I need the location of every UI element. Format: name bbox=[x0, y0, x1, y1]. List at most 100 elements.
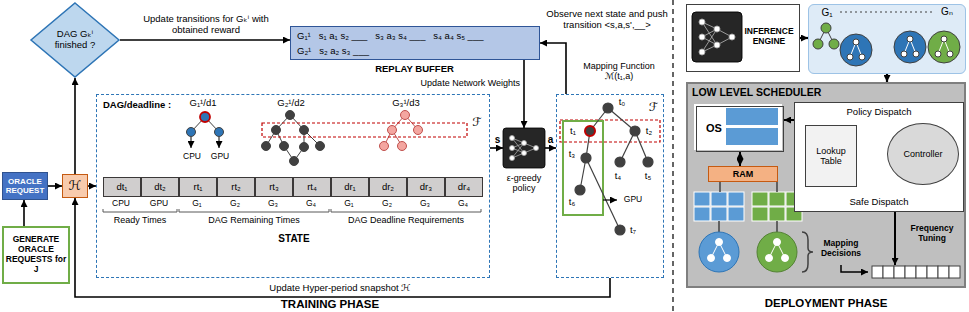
text-holder: t₃ bbox=[566, 148, 578, 160]
connector-label: Update Network Weights bbox=[421, 78, 520, 88]
node-text: t₅ bbox=[645, 171, 651, 182]
task-tree bbox=[615, 225, 625, 235]
group-label: DAG Deadline Requirements bbox=[348, 215, 464, 225]
node-text: STATE bbox=[278, 233, 309, 245]
text-holder: t₅ bbox=[642, 170, 654, 182]
dag-graph bbox=[215, 128, 224, 137]
node-text: OS bbox=[706, 122, 722, 135]
connector-label: Update transitions for Gₖⁱ with obtained… bbox=[124, 14, 288, 36]
node-text: INFERENCE ENGINE bbox=[740, 27, 798, 47]
processor-grid bbox=[728, 207, 744, 221]
state-cell: dr₂ bbox=[369, 177, 407, 197]
text-holder: CPU bbox=[177, 151, 207, 162]
node-text: dr₃ bbox=[420, 182, 432, 193]
task-tree bbox=[630, 126, 640, 136]
connector-arrow bbox=[800, 37, 808, 39]
text-holder: rt₄ bbox=[294, 178, 330, 196]
task-tree bbox=[643, 157, 653, 167]
text-holder: G₃¹/d3 bbox=[388, 97, 424, 109]
slot-label: G₃ bbox=[420, 199, 430, 209]
text-holder: RAM bbox=[709, 167, 777, 181]
network-icon bbox=[510, 136, 515, 141]
text-holder: Mapping Function ℳ(t₁,a) bbox=[572, 57, 666, 85]
dag-set bbox=[853, 39, 859, 45]
node-text: dr₁ bbox=[344, 182, 356, 193]
diamond-outline bbox=[31, 3, 119, 77]
text-holder: G₃ bbox=[254, 198, 292, 209]
dag-graph bbox=[286, 111, 295, 120]
ram-box: RAM bbox=[708, 166, 778, 182]
slot-label: G₁ bbox=[192, 199, 201, 209]
node-text: G₃¹/d3 bbox=[392, 98, 420, 109]
text-holder: INFERENCE ENGINE bbox=[740, 17, 798, 57]
text-holder: DEPLOYMENT PHASE bbox=[726, 297, 926, 311]
network-icon bbox=[699, 49, 705, 55]
dag-set bbox=[913, 51, 919, 57]
dag-graph bbox=[300, 143, 309, 152]
processor-dag bbox=[716, 239, 723, 246]
decision-slots bbox=[949, 266, 960, 278]
phase-divider bbox=[673, 0, 674, 312]
dag-graph bbox=[280, 142, 289, 151]
processor-dag bbox=[724, 255, 731, 262]
task-tree bbox=[560, 120, 660, 142]
slot-label: CPU bbox=[112, 199, 130, 209]
slot-label: G₄ bbox=[306, 199, 316, 209]
node-text: ℋ bbox=[69, 179, 82, 194]
processor-grid bbox=[728, 192, 744, 206]
node-text: t₇ bbox=[630, 225, 636, 236]
text-holder: GPU bbox=[619, 194, 647, 206]
dag-set bbox=[840, 34, 872, 66]
dag-set bbox=[947, 51, 953, 57]
controller-circle: Controller bbox=[887, 123, 959, 185]
node-text: Policy Dispatch bbox=[847, 107, 912, 118]
state-cell: rt₂ bbox=[217, 177, 255, 197]
node-text: t₀ bbox=[619, 97, 626, 108]
text-holder: s bbox=[492, 134, 503, 146]
processor-dag bbox=[774, 239, 781, 246]
replay-buffer: G₁¹ s₁ a₁ s₂ ___ s₃ a₃ s₄ ___ s₄ a₄ s₅ _… bbox=[290, 26, 540, 60]
text-holder: t₁ bbox=[567, 125, 579, 137]
node-text: rt₃ bbox=[269, 182, 279, 193]
node-text: CPU bbox=[183, 152, 201, 162]
text-holder: G₁¹ s₁ a₁ s₂ ___ s₃ a₃ s₄ ___ s₄ a₄ s₅ _… bbox=[297, 29, 533, 43]
dag-graph bbox=[191, 137, 192, 148]
state-cell: dr₁ bbox=[331, 177, 369, 197]
node-text: GPU bbox=[624, 195, 642, 205]
processor-grid bbox=[752, 207, 768, 221]
group-label: Ready Times bbox=[114, 215, 167, 225]
connector-arrow bbox=[75, 198, 610, 297]
state-cell: dt₁ bbox=[103, 177, 141, 197]
network-icon bbox=[522, 151, 527, 156]
state-cell: rt₄ bbox=[293, 177, 331, 197]
state-cell: rt₁ bbox=[179, 177, 217, 197]
processor-grid bbox=[769, 192, 785, 206]
network-icon bbox=[503, 128, 545, 168]
dag-set bbox=[847, 54, 853, 60]
decision-slots bbox=[916, 266, 927, 278]
group-bracket bbox=[331, 209, 481, 212]
text-holder: ℋ bbox=[63, 175, 87, 197]
dag-set bbox=[894, 31, 926, 63]
text-holder: G₂¹/d2 bbox=[273, 97, 309, 109]
node-text: rt₁ bbox=[193, 182, 202, 193]
dag-graph bbox=[262, 142, 271, 151]
text-holder: Controller bbox=[888, 124, 958, 184]
node-text: RAM bbox=[733, 169, 754, 179]
text-holder: t₄ bbox=[612, 170, 624, 182]
dag-graph bbox=[398, 142, 407, 151]
text-holder: GPU bbox=[140, 198, 178, 209]
mapping-panel: t₀ℱt₁t₂t₃t₄t₅t₆t₇GPU bbox=[556, 94, 664, 278]
dag-set bbox=[935, 51, 941, 57]
dag-set bbox=[928, 31, 960, 63]
dag-set bbox=[821, 23, 831, 33]
decision-slots bbox=[927, 266, 938, 278]
dag-graph bbox=[388, 126, 397, 135]
connector-arrow bbox=[88, 185, 96, 187]
processor-dag bbox=[782, 255, 789, 262]
dag-graph bbox=[200, 112, 210, 122]
dag-graph bbox=[380, 111, 423, 151]
dag-graph bbox=[187, 128, 196, 137]
text-holder: dt₂ bbox=[142, 178, 178, 196]
text-holder: G₄ bbox=[292, 198, 330, 209]
